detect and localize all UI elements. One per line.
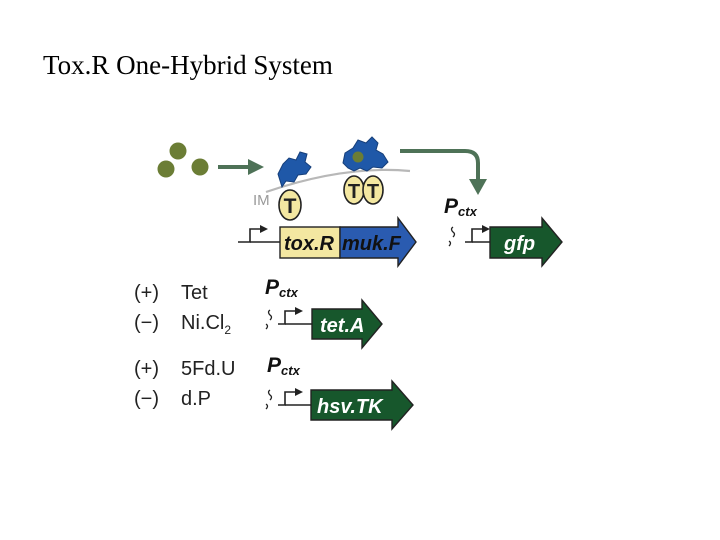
selection-sign: (−) — [134, 388, 159, 410]
gfp-reporter: Pctx gfp — [444, 195, 563, 268]
inner-membrane — [265, 168, 411, 194]
dna-break-icon — [448, 226, 456, 247]
mukf-gene — [339, 215, 417, 269]
promoter-arrow — [278, 310, 297, 325]
promoter-arrow — [465, 228, 484, 243]
tm-domain-label: T — [348, 181, 360, 203]
dna-break-icon — [265, 389, 273, 410]
ligand-binding-arrow — [218, 159, 264, 175]
hsvTK-gene — [310, 379, 414, 431]
promoter-label: Pctx — [265, 276, 299, 300]
mukf-gene-label: muk.F — [342, 233, 402, 255]
tm-domain — [278, 189, 302, 221]
slide-title: Tox.R One-Hybrid System — [43, 50, 333, 80]
promoter-arrow — [238, 228, 262, 243]
promoter-label: Pctx — [444, 195, 478, 219]
periplasmic-domain — [277, 151, 312, 189]
hsvTK-gene-label: hsv.TK — [317, 396, 384, 418]
receptor-dimer: T T — [342, 136, 389, 205]
bound-ligand — [352, 151, 364, 163]
selection-row-hsvTK: (+) 5Fd.U (−) d.P Pctx hsv.TK — [134, 354, 414, 431]
tetA-gene — [311, 298, 383, 350]
selection-agent: Tet — [181, 282, 208, 304]
toxr-gene-label: tox.R — [284, 233, 335, 255]
selection-sign: (−) — [134, 312, 159, 334]
selection-sign: (+) — [134, 282, 159, 304]
tetA-gene-label: tet.A — [320, 315, 364, 337]
selection-agent: Ni.Cl2 — [181, 312, 231, 337]
gfp-gene-label: gfp — [503, 233, 535, 255]
promoter-label: Pctx — [267, 354, 301, 378]
ligand-molecule — [191, 158, 209, 176]
ligand-molecule — [169, 142, 187, 160]
dna-break-icon — [265, 309, 273, 330]
promoter-arrow — [278, 391, 297, 406]
periplasmic-domain-dimer — [342, 136, 389, 172]
membrane-label: IM — [253, 192, 270, 209]
selection-row-tetA: (+) Tet (−) Ni.Cl2 Pctx tet.A — [134, 276, 383, 350]
selection-agent: 5Fd.U — [181, 358, 235, 380]
tm-domain-label: T — [367, 181, 379, 203]
gfp-gene — [489, 216, 563, 268]
selection-sign: (+) — [134, 358, 159, 380]
ligand-molecule — [157, 160, 175, 178]
receptor-monomer: T — [277, 151, 312, 221]
fusion-operon: tox.R muk.F — [238, 215, 417, 269]
tm-domain-label: T — [284, 195, 297, 218]
selection-agent: d.P — [181, 388, 211, 410]
activation-arrow — [400, 149, 487, 195]
toxr-gene — [279, 226, 341, 259]
tm-domain — [362, 175, 384, 205]
ligand-molecules — [157, 142, 209, 178]
